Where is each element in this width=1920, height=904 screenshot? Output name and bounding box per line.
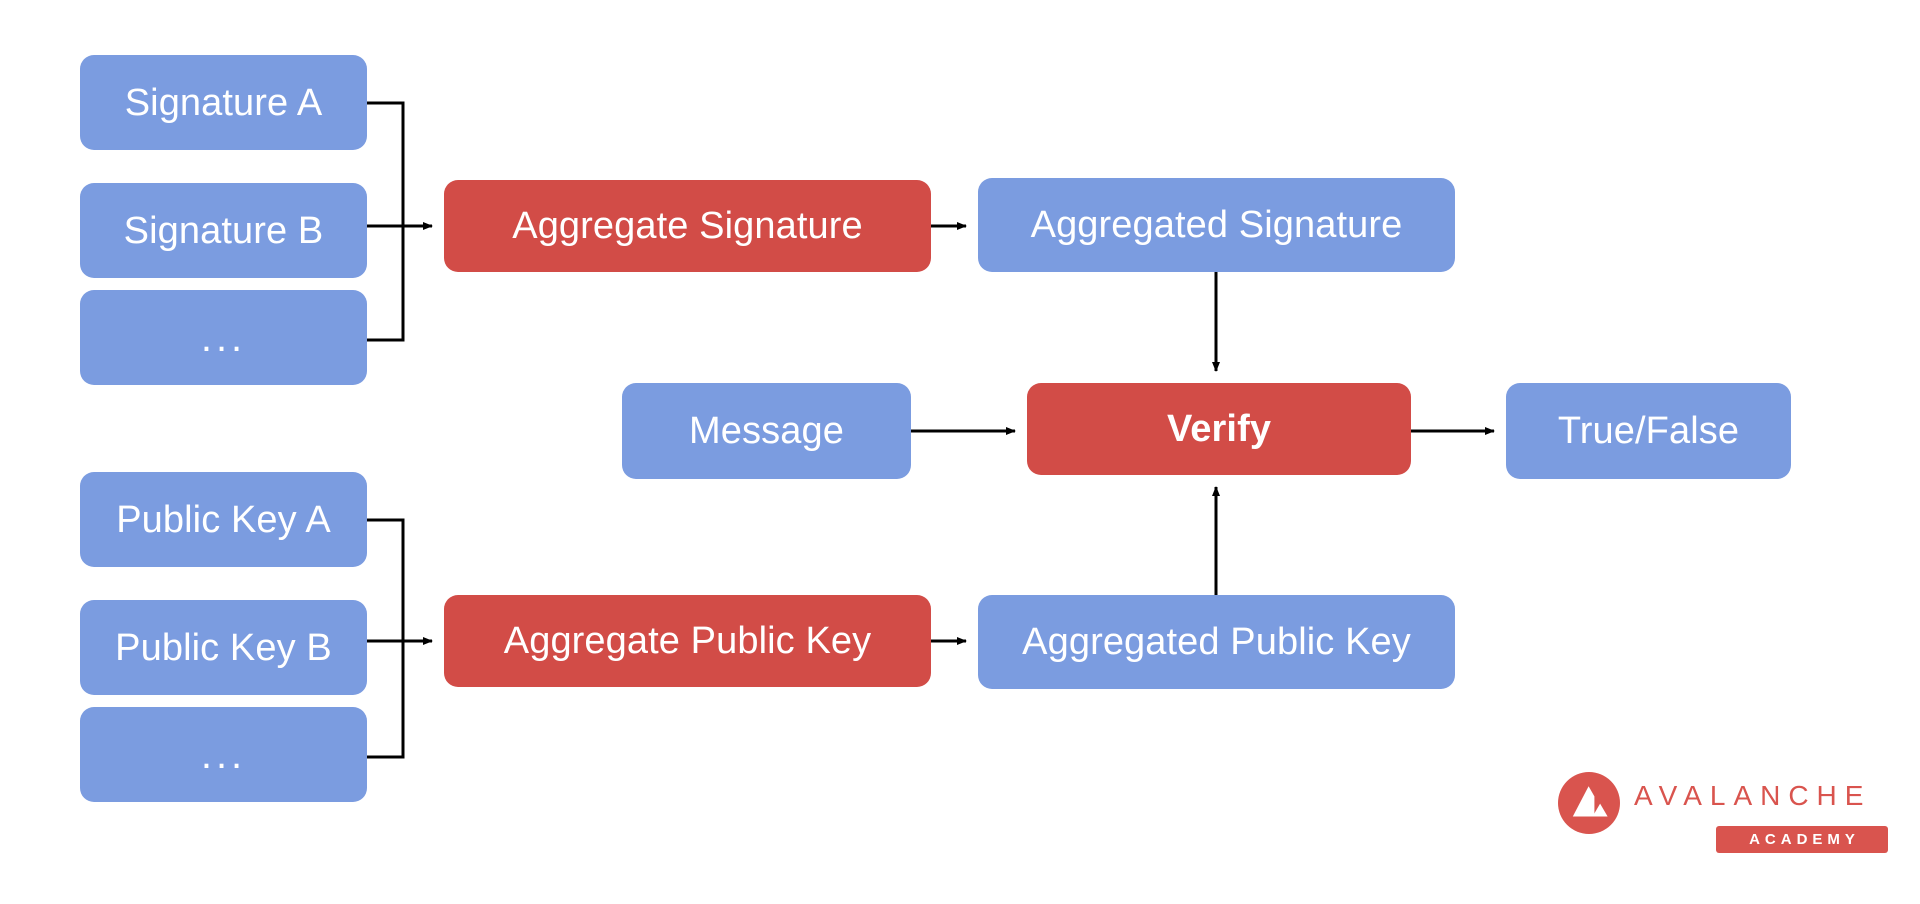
node-public-key-a[interactable]: Public Key A — [80, 472, 367, 567]
node-label: Aggregate Signature — [512, 205, 863, 247]
node-public-key-more[interactable]: ... — [80, 707, 367, 802]
node-label: Signature A — [124, 81, 323, 124]
node-verify[interactable]: Verify — [1027, 383, 1411, 475]
node-aggregate-signature[interactable]: Aggregate Signature — [444, 180, 931, 272]
node-label: Message — [689, 410, 844, 452]
node-aggregated-public-key[interactable]: Aggregated Public Key — [978, 595, 1455, 689]
node-label: Public Key A — [116, 498, 331, 541]
node-label: Aggregated Public Key — [1022, 621, 1411, 663]
node-signature-b[interactable]: Signature B — [80, 183, 367, 278]
node-label: ... — [200, 315, 247, 360]
node-message[interactable]: Message — [622, 383, 911, 479]
node-label: Verify — [1166, 408, 1272, 450]
avalanche-academy-logo: AVALANCHE ACADEMY — [1558, 768, 1888, 856]
edge-public-key-a-to-bus — [367, 518, 405, 641]
node-signature-a[interactable]: Signature A — [80, 55, 367, 150]
edge-signature-more-to-bus — [367, 226, 405, 342]
node-public-key-b[interactable]: Public Key B — [80, 600, 367, 695]
node-true-false[interactable]: True/False — [1506, 383, 1791, 479]
node-aggregate-public-key[interactable]: Aggregate Public Key — [444, 595, 931, 687]
academy-label: ACADEMY — [1749, 831, 1860, 848]
node-label: Aggregated Signature — [1030, 204, 1403, 246]
node-signature-more[interactable]: ... — [80, 290, 367, 385]
edge-signature-a-to-bus — [367, 101, 405, 226]
academy-badge: ACADEMY — [1716, 826, 1888, 853]
node-aggregated-signature[interactable]: Aggregated Signature — [978, 178, 1455, 272]
node-label: Public Key B — [115, 626, 332, 669]
node-label: ... — [200, 732, 247, 777]
edge-public-key-more-to-bus — [367, 641, 405, 759]
node-label: Aggregate Public Key — [503, 620, 872, 662]
avalanche-logo-icon — [1558, 772, 1620, 834]
avalanche-wordmark: AVALANCHE — [1634, 780, 1872, 811]
node-label: Signature B — [123, 209, 324, 252]
node-label: True/False — [1557, 410, 1740, 452]
